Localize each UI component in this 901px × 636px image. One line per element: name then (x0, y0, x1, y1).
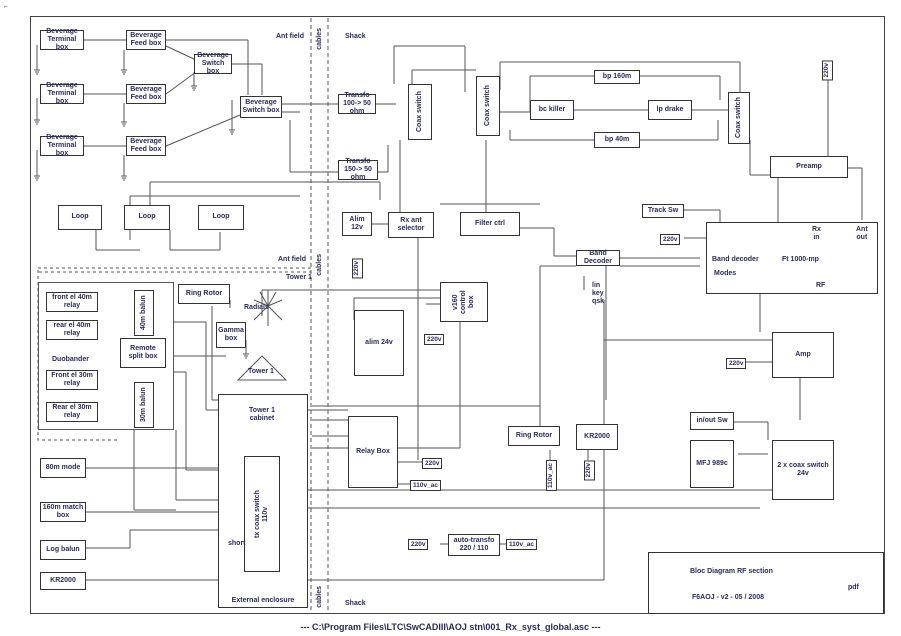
coax-switch-3: Coax switch (728, 92, 750, 144)
transfo-100-50: Transfo 100-> 50 ohm (338, 92, 376, 115)
coax-switch-2: Coax switch (476, 76, 500, 136)
ant-out-label: Ant out (856, 226, 868, 242)
v220-rig: 220v (660, 234, 681, 245)
zone-ant-field-top: Ant field (276, 33, 304, 40)
ring-rotor-1: Ring Rotor (178, 284, 230, 304)
v220-kr: 220v (584, 460, 595, 481)
tower1-label: Tower 1 (248, 368, 274, 375)
v220-top: 220v (822, 60, 833, 81)
beverage-switch-box-2: Beverage Switch box (240, 96, 282, 118)
rear-el-30m-relay: Rear el 30m relay (46, 402, 98, 422)
match-box-160m: 160m match box (40, 502, 86, 522)
track-sw: Track Sw (642, 204, 684, 218)
band-decoder-box: Band Decoder (576, 250, 620, 266)
lin-key-qsk: lin key qsk (592, 282, 605, 306)
relay-box: Relay Box (348, 416, 398, 488)
duobander-label: Duobander (52, 356, 89, 363)
zone-cables-top: cables (316, 28, 323, 50)
beverage-feed-box-1: Beverage Feed box (126, 30, 166, 50)
loop-1: Loop (58, 205, 102, 230)
rf-label: RF (816, 282, 826, 289)
lp-drake: lp drake (648, 100, 692, 120)
mode-80m: 80m mode (40, 458, 86, 478)
front-el-30m-relay: Front el 30m relay (46, 370, 98, 390)
loop-2: Loop (124, 205, 170, 230)
preamp: Preamp (770, 156, 848, 178)
beverage-terminal-box-1: Beverage Terminal box (40, 28, 84, 51)
loop-3: Loop (198, 205, 244, 230)
alim-24v: alim 24v (354, 310, 404, 376)
coax-switch-2x: 2 x coax switch 24v (772, 440, 834, 500)
v110-relay: 110v_ac (410, 480, 441, 491)
kr2000-mid: KR2000 (576, 424, 618, 450)
transceiver-ft1000mp (706, 222, 878, 294)
balun-30m: 30m balun (134, 382, 154, 428)
corner-mark: ⌐ (4, 4, 8, 10)
title-line1: Bloc Diagram RF section (690, 568, 773, 575)
zone-shack-top: Shack (345, 33, 366, 40)
beverage-feed-box-2: Beverage Feed box (126, 84, 166, 104)
v110-auto: 110v_ac (506, 539, 537, 550)
gamma-box: Gamma box (216, 322, 246, 348)
bc-killer: bc killer (530, 100, 574, 120)
zone-cables-bot: cables (316, 586, 323, 608)
transfo-150-50: Transfo 150-> 50 ohm (338, 158, 378, 181)
v220-alim12: 220v (352, 258, 363, 279)
auto-transfo: auto-transfo 220 / 110 (448, 534, 500, 556)
zone-shack-bot: Shack (345, 600, 366, 607)
v220-alim24: 220v (424, 334, 445, 345)
log-balun: Log balun (40, 540, 86, 560)
front-el-40m-relay: front el 40m relay (46, 292, 98, 312)
bp-160m: bp 160m (594, 70, 640, 84)
filter-ctrl: Filter ctrl (460, 212, 520, 236)
alim-12v: Alim 12v (342, 212, 372, 236)
v220-relay: 220v (422, 458, 443, 469)
title-block (648, 552, 884, 614)
title-pdf: pdf (848, 584, 859, 591)
ring-rotor-2: Ring Rotor (508, 426, 560, 446)
rear-el-40m-relay: rear el 40m relay (46, 320, 98, 340)
tx-coax-switch: tx coax switch 110v (244, 456, 280, 572)
band-decoder-label: Band decoder (712, 256, 759, 263)
modes-label: Modes (714, 270, 737, 277)
amp: Amp (772, 332, 834, 378)
beverage-terminal-box-3: Beverage Terminal box (40, 134, 84, 157)
v220-amp: 220v (726, 358, 747, 369)
bp-40m: bp 40m (594, 132, 640, 148)
balun-40m: 40m balun (134, 290, 154, 336)
zone-ant-field-mid: Ant field (278, 256, 306, 263)
ft1000mp-label: Ft 1000-mp (782, 256, 819, 263)
beverage-terminal-box-2: Beverage Terminal box (40, 82, 84, 105)
zone-tower1: Tower 1 (286, 274, 312, 281)
v160-control-box: v160 control box (440, 282, 488, 322)
beverage-switch-box-1: Beverage Switch box (194, 52, 232, 75)
file-path-footer: --- C:\Program Files\LTC\SwCADIII\AOJ st… (300, 622, 601, 632)
rx-in-label: Rx in (812, 226, 821, 242)
tower1-cabinet: Tower 1 cabinet (224, 400, 300, 430)
beverage-feed-box-3: Beverage Feed box (126, 136, 166, 156)
in-out-sw: in/out Sw (690, 412, 734, 430)
mfj-989c: MFJ 989c (690, 440, 734, 488)
zone-cables-mid: cables (316, 254, 323, 276)
coax-switch-1: Coax switch (408, 84, 432, 140)
rx-ant-selector: Rx ant selector (388, 212, 434, 238)
v110-ring: 110v_ac (546, 460, 557, 491)
short-label: short (228, 540, 246, 547)
remote-split-box: Remote split box (120, 338, 166, 368)
v220-auto: 220v (408, 539, 429, 550)
diagram-frame (30, 16, 885, 614)
kr2000-left: KR2000 (40, 572, 86, 590)
title-line2: F6AOJ - v2 - 05 / 2008 (692, 594, 764, 601)
radials-label: Radials (244, 304, 269, 311)
